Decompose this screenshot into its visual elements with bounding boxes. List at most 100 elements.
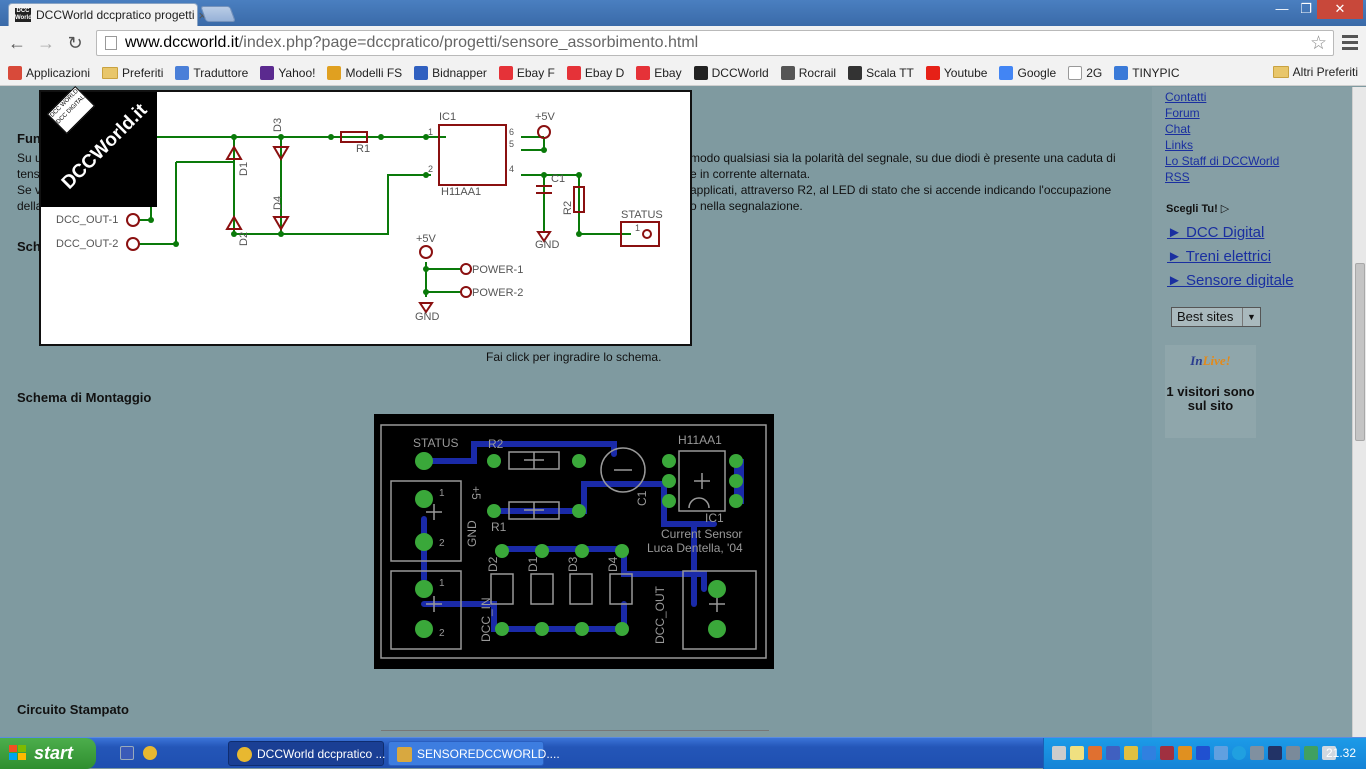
bookmark-1[interactable]: Preferiti bbox=[102, 66, 163, 80]
pcb-layout-image[interactable]: STATUS R2 R1 H11AA1 IC1 C1 +5 GND Curren… bbox=[374, 414, 774, 669]
vertical-scrollbar[interactable] bbox=[1352, 87, 1366, 737]
bookmark-label: TINYPIC bbox=[1132, 65, 1180, 80]
tray-monitor-icon[interactable] bbox=[1142, 746, 1156, 760]
bookmark-label: Modelli FS bbox=[345, 65, 403, 80]
bookmark-11[interactable]: Scala TT bbox=[848, 65, 914, 80]
bookmark-8[interactable]: Ebay bbox=[636, 65, 682, 80]
bookmark-6[interactable]: Ebay F bbox=[498, 65, 555, 80]
start-button[interactable]: start bbox=[0, 738, 96, 769]
best-sites-select[interactable]: Best sites ▼ bbox=[1171, 307, 1261, 327]
task-chrome-window[interactable]: DCCWorld dccpratico ... bbox=[228, 741, 385, 766]
label-status-pin: 1 bbox=[635, 223, 640, 233]
visitors-count: 1 visitori sono sul sito bbox=[1166, 384, 1255, 413]
close-button[interactable]: ✕ bbox=[1317, 0, 1363, 19]
pcb-label-ic1: IC1 bbox=[705, 511, 724, 525]
bookmark-label: Ebay D bbox=[584, 65, 625, 80]
reload-icon[interactable]: ↻ bbox=[67, 33, 83, 53]
bookmark-12[interactable]: Youtube bbox=[925, 65, 988, 80]
tray-printer-icon[interactable] bbox=[1106, 746, 1120, 760]
address-bar[interactable]: www.dccworld.it/index.php?page=dccpratic… bbox=[96, 30, 1334, 56]
bookmark-9[interactable]: DCCWorld bbox=[693, 65, 769, 80]
tray-power-icon[interactable] bbox=[1286, 746, 1300, 760]
label-vcc-2: +5V bbox=[416, 233, 437, 245]
tab-close-icon[interactable]: × bbox=[198, 7, 207, 23]
tray-shield-icon[interactable] bbox=[1124, 746, 1138, 760]
bookmark-15[interactable]: TINYPIC bbox=[1114, 65, 1180, 80]
section-schema: Sch bbox=[17, 239, 41, 254]
sidebar-link-dcc-digital[interactable]: ► DCC Digital bbox=[1167, 224, 1265, 241]
bookmark-14[interactable]: 2G bbox=[1068, 65, 1103, 80]
tray-display-icon[interactable] bbox=[1250, 746, 1264, 760]
tray-media-icon[interactable] bbox=[1268, 746, 1282, 760]
bookmark-star-icon[interactable]: ☆ bbox=[1309, 33, 1327, 54]
new-tab-button[interactable] bbox=[200, 6, 236, 22]
ebay-icon bbox=[636, 65, 651, 80]
tray-bluetooth-icon[interactable] bbox=[1196, 746, 1210, 760]
bookmark-13[interactable]: Google bbox=[999, 65, 1056, 80]
bookmark-7[interactable]: Ebay D bbox=[566, 65, 625, 80]
other-bookmarks-label: Altri Preferiti bbox=[1292, 65, 1358, 79]
bookmark-label: Preferiti bbox=[122, 65, 164, 80]
sidebar-link-chat[interactable]: Chat bbox=[1165, 122, 1191, 136]
bookmark-0[interactable]: Applicazioni bbox=[8, 65, 90, 80]
bookmark-4[interactable]: Modelli FS bbox=[327, 65, 403, 80]
scrollbar-thumb[interactable] bbox=[1355, 263, 1365, 441]
tray-safely-remove-icon[interactable] bbox=[1304, 746, 1318, 760]
sidebar-link-links[interactable]: Links bbox=[1165, 138, 1194, 152]
bookmark-label: Youtube bbox=[943, 65, 988, 80]
pcb-label-pin-1a: 1 bbox=[439, 488, 445, 499]
sidebar-link-forum[interactable]: Forum bbox=[1165, 106, 1200, 120]
pcb-label-gnd: GND bbox=[465, 520, 479, 547]
forward-arrow-icon[interactable]: → bbox=[37, 33, 55, 53]
inlive-logo: InLive! bbox=[1190, 353, 1231, 368]
schematic-caption: Fai click per ingradire lo schema. bbox=[486, 350, 662, 364]
sidebar-link-rss[interactable]: RSS bbox=[1165, 170, 1190, 184]
folder-icon bbox=[102, 66, 119, 79]
sidebar-link-sensore-digitale[interactable]: ► Sensore digitale bbox=[1167, 272, 1294, 289]
clock: 21.32 bbox=[1325, 746, 1356, 760]
tray-ie-icon[interactable] bbox=[1232, 746, 1246, 760]
tray-folder-icon[interactable] bbox=[1070, 746, 1084, 760]
dccworld-logo: DCC WORLD DCC DIGITAL DCCWorld.it bbox=[41, 85, 157, 207]
url-path: /index.php?page=dccpratico/progetti/sens… bbox=[238, 34, 699, 51]
sidebar-link-staff[interactable]: Lo Staff di DCCWorld bbox=[1165, 154, 1280, 168]
other-bookmarks[interactable]: Altri Preferiti bbox=[1272, 65, 1358, 79]
back-arrow-icon[interactable]: ← bbox=[8, 33, 26, 53]
dccworld-icon bbox=[693, 65, 708, 80]
label-vcc-1: +5V bbox=[535, 111, 556, 123]
sidebar-link-treni-elettrici[interactable]: ► Treni elettrici bbox=[1167, 248, 1272, 265]
tray-network-icon[interactable] bbox=[1052, 746, 1066, 760]
sidebar-link-contatti[interactable]: Contatti bbox=[1165, 90, 1207, 104]
show-desktop-icon[interactable] bbox=[120, 746, 134, 760]
tray-sync-icon[interactable] bbox=[1214, 746, 1228, 760]
chrome-quicklaunch-icon[interactable] bbox=[143, 746, 157, 760]
chrome-menu-icon[interactable] bbox=[1342, 32, 1358, 52]
tray-update-icon[interactable] bbox=[1178, 746, 1192, 760]
tray-app-icon[interactable] bbox=[1088, 746, 1102, 760]
bookmark-10[interactable]: Rocrail bbox=[780, 65, 836, 80]
minimize-button[interactable]: — bbox=[1275, 1, 1289, 16]
best-sites-value: Best sites bbox=[1177, 309, 1234, 324]
tray-volume-icon[interactable] bbox=[1322, 746, 1336, 760]
dropdown-arrow-icon[interactable]: ▼ bbox=[1242, 308, 1260, 326]
bookmark-label: Scala TT bbox=[866, 65, 914, 80]
bookmark-2[interactable]: Traduttore bbox=[175, 65, 248, 80]
browser-toolbar: ← → ↻ www.dccworld.it/index.php?page=dcc… bbox=[0, 26, 1366, 60]
bookmark-5[interactable]: Bidnapper bbox=[414, 65, 487, 80]
schematic-image[interactable]: IC1 H11AA1 +5V +5V R1 R2 C1 D1 D2 D3 D4 … bbox=[39, 85, 692, 346]
maximize-button[interactable]: ❐ bbox=[1300, 1, 1312, 16]
pcb-label-dcc-in: DCC_IN bbox=[479, 597, 493, 642]
paragraph-left-2: tens bbox=[17, 167, 40, 181]
label-pin-5: 5 bbox=[509, 139, 514, 149]
tray-antivirus-icon[interactable] bbox=[1160, 746, 1174, 760]
windows-flag-icon bbox=[9, 745, 27, 761]
label-d4: D4 bbox=[272, 196, 284, 210]
bookmark-3[interactable]: Yahoo! bbox=[260, 65, 315, 80]
inlive-widget[interactable]: InLive! 1 visitori sono sul sito bbox=[1165, 345, 1256, 438]
scala-icon bbox=[848, 65, 863, 80]
bookmark-label: 2G bbox=[1086, 65, 1103, 80]
task-document-window[interactable]: SENSOREDCCWORLD.... bbox=[388, 741, 560, 766]
